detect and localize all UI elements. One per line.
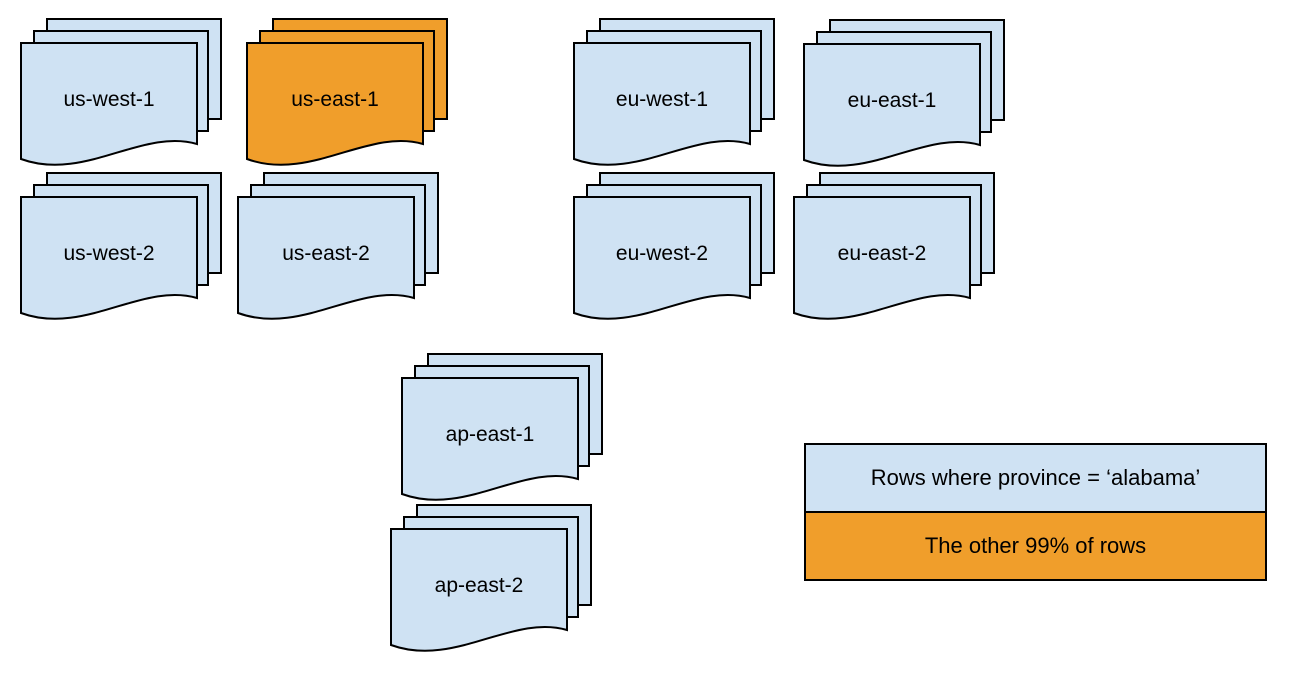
document-icon <box>20 196 198 320</box>
region-label: eu-west-2 <box>615 242 709 265</box>
legend-row: Rows where province = ‘alabama’ <box>804 443 1267 513</box>
region-label: ap-east-1 <box>445 423 535 446</box>
document-icon <box>401 377 579 501</box>
legend-label: The other 99% of rows <box>924 533 1147 558</box>
region-doc-stack-ap-east-2: ap-east-2 <box>390 504 594 658</box>
region-doc-stack-eu-east-2: eu-east-2 <box>793 172 997 326</box>
document-icon <box>390 528 568 652</box>
region-doc-stack-eu-east-1: eu-east-1 <box>803 19 1007 173</box>
region-label: eu-east-2 <box>837 242 927 265</box>
document-icon <box>237 196 415 320</box>
legend-row: The other 99% of rows <box>804 511 1267 581</box>
legend-label: Rows where province = ‘alabama’ <box>870 465 1201 490</box>
document-icon <box>573 42 751 166</box>
region-label: us-west-2 <box>63 242 155 265</box>
document-icon <box>803 43 981 167</box>
region-doc-stack-eu-west-1: eu-west-1 <box>573 18 777 172</box>
document-icon <box>246 42 424 166</box>
document-icon <box>20 42 198 166</box>
region-doc-stack-us-west-1: us-west-1 <box>20 18 224 172</box>
region-doc-stack-us-east-1: us-east-1 <box>246 18 450 172</box>
legend: Rows where province = ‘alabama’ The othe… <box>804 443 1267 581</box>
region-doc-stack-ap-east-1: ap-east-1 <box>401 353 605 507</box>
region-label: ap-east-2 <box>434 574 524 597</box>
region-doc-stack-us-east-2: us-east-2 <box>237 172 441 326</box>
region-label: us-east-1 <box>291 88 379 111</box>
region-label: eu-west-1 <box>615 88 709 111</box>
region-label: us-east-2 <box>282 242 370 265</box>
region-label: eu-east-1 <box>847 89 937 112</box>
region-doc-stack-eu-west-2: eu-west-2 <box>573 172 777 326</box>
document-icon <box>573 196 751 320</box>
region-doc-stack-us-west-2: us-west-2 <box>20 172 224 326</box>
document-icon <box>793 196 971 320</box>
region-label: us-west-1 <box>63 88 155 111</box>
